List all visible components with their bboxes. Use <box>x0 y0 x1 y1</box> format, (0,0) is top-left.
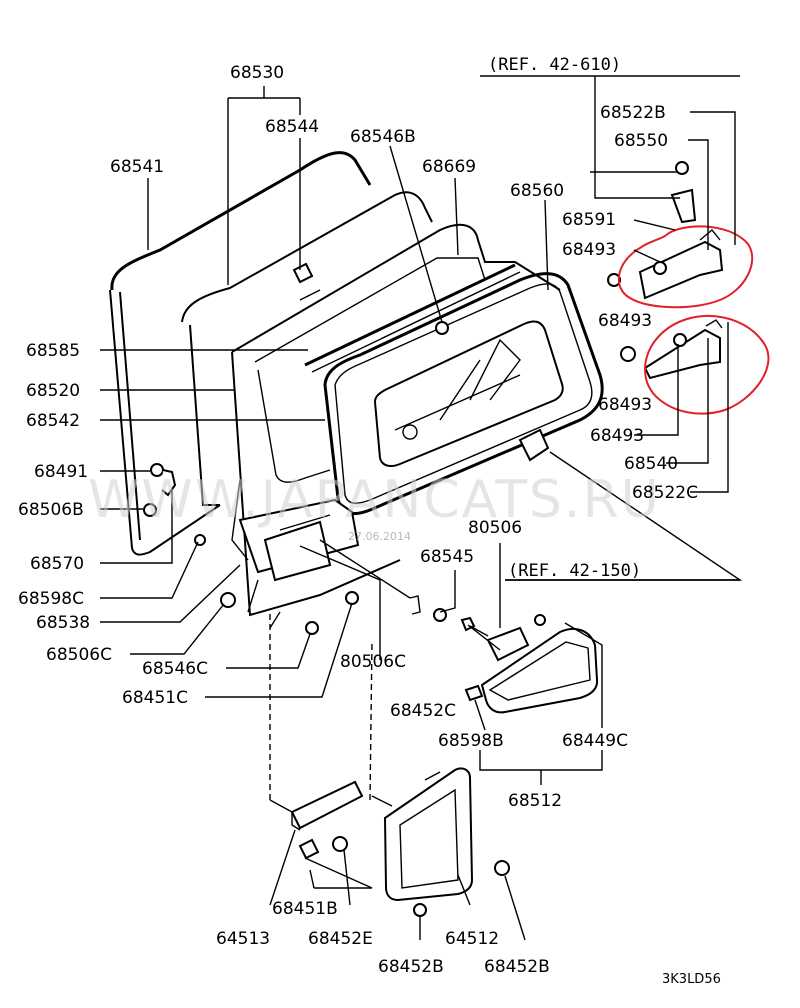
label-68544: 68544 <box>265 117 319 137</box>
label-68452B-b: 68452B <box>484 957 550 977</box>
label-68493-b: 68493 <box>598 311 652 331</box>
label-68591: 68591 <box>562 210 616 230</box>
label-64512: 64512 <box>445 929 499 949</box>
latch-68560-side <box>518 428 550 462</box>
label-80506: 80506 <box>468 518 522 538</box>
fasteners-bottom <box>298 836 510 917</box>
label-68669: 68669 <box>422 157 476 177</box>
ref-42-150: (REF. 42-150) <box>508 561 641 581</box>
label-68491: 68491 <box>34 462 88 482</box>
ref-42-610: (REF. 42-610) <box>488 55 621 75</box>
label-68546C: 68546C <box>142 659 208 679</box>
label-68598C: 68598C <box>18 589 84 609</box>
hinge-upper <box>607 161 724 300</box>
label-80506C: 80506C <box>340 652 406 672</box>
label-68493-a: 68493 <box>562 240 616 260</box>
label-68452E: 68452E <box>308 929 373 949</box>
label-68506B: 68506B <box>18 500 84 520</box>
label-68570: 68570 <box>30 554 84 574</box>
label-68451B: 68451B <box>272 899 338 919</box>
label-68449C: 68449C <box>562 731 628 751</box>
seal-68520 <box>181 191 433 506</box>
label-64513: 64513 <box>216 929 270 949</box>
drawing-code: 3K3LD56 <box>662 972 721 987</box>
bracket-80506 <box>409 595 530 662</box>
tail-lamp-68449C <box>480 627 599 714</box>
lower-trim-64512 <box>383 767 474 902</box>
label-68546B: 68546B <box>350 127 416 147</box>
label-68538: 68538 <box>36 613 90 633</box>
handle-68546B <box>435 321 449 335</box>
label-68520: 68520 <box>26 381 80 401</box>
watermark-date: 27.06.2014 <box>348 530 411 543</box>
label-68493-c: 68493 <box>598 395 652 415</box>
clip-68598B <box>464 684 484 702</box>
label-68452B-a: 68452B <box>378 957 444 977</box>
label-68542: 68542 <box>26 411 80 431</box>
label-68598B: 68598B <box>438 731 504 751</box>
bracket-68591 <box>670 188 697 224</box>
label-68522C: 68522C <box>632 483 698 503</box>
lower-door-panel <box>238 498 360 613</box>
highlight-lower-hinge <box>644 314 770 415</box>
clip-68544 <box>292 262 314 284</box>
label-68452C: 68452C <box>390 701 456 721</box>
label-68512: 68512 <box>508 791 562 811</box>
leader-lines <box>100 75 743 941</box>
hinge-lower <box>620 319 723 380</box>
fasteners-left <box>143 463 546 635</box>
label-68540: 68540 <box>624 454 678 474</box>
label-68522B: 68522B <box>600 103 666 123</box>
label-68550: 68550 <box>614 131 668 151</box>
label-68541: 68541 <box>110 157 164 177</box>
label-68585: 68585 <box>26 341 80 361</box>
label-68506C: 68506C <box>46 645 112 665</box>
glass-frame-68560 <box>304 263 604 515</box>
weatherstrip-68541 <box>109 151 372 556</box>
bolt-68452C <box>460 616 489 637</box>
bracket-64513 <box>290 780 364 831</box>
label-68530: 68530 <box>230 63 284 83</box>
label-68560: 68560 <box>510 181 564 201</box>
label-68493-d: 68493 <box>590 426 644 446</box>
label-68545: 68545 <box>420 547 474 567</box>
highlight-upper-hinge <box>617 225 754 309</box>
label-68451C: 68451C <box>122 688 188 708</box>
watermark: WWW.JAPANCATS.RU <box>88 470 661 530</box>
